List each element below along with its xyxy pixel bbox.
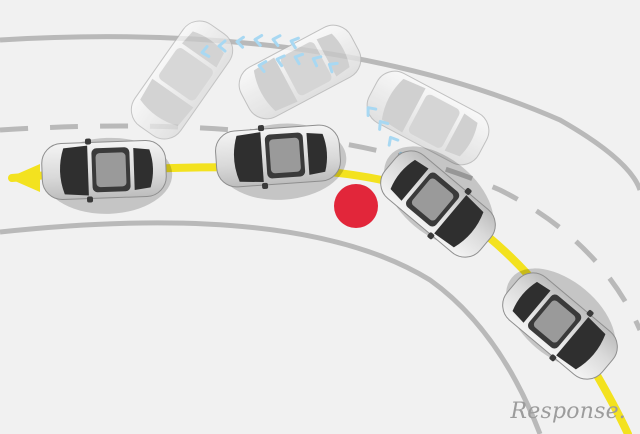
road-outer-line xyxy=(0,34,640,191)
red-circle-obstacle-icon xyxy=(334,184,378,228)
road-inner-line xyxy=(0,220,543,434)
chevron-left-icon xyxy=(8,164,40,192)
watermark-text: Response. xyxy=(510,399,626,424)
